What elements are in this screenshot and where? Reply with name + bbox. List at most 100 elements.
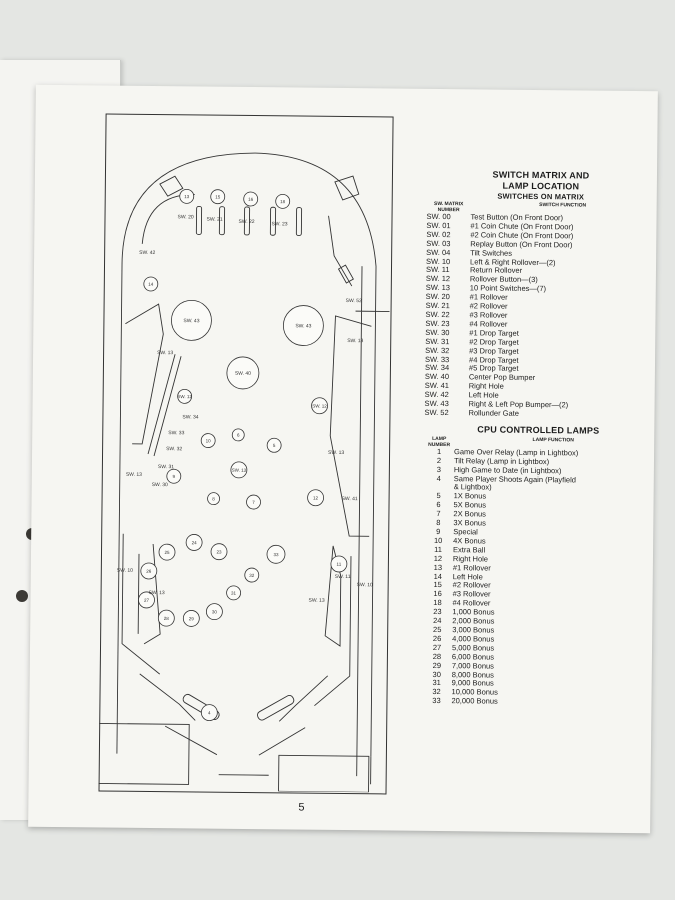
playfield-label-sw31: SW. 31 — [158, 464, 174, 470]
playfield-lamp-7 — [246, 494, 261, 510]
playfield-lamp-27 — [138, 591, 155, 609]
playfield-lamp-23 — [210, 543, 228, 561]
playfield-label-sw41: SW. 41 — [342, 496, 358, 502]
playfield-lamp-15-top-label: 15 — [215, 194, 221, 199]
right-top-bracket — [334, 175, 360, 201]
playfield-lamp-12 — [307, 489, 324, 507]
lamp-number: 33 — [432, 696, 441, 706]
playfield-label-sw13-rmid: SW. 13 — [328, 450, 344, 456]
playfield-bumper-right — [282, 305, 324, 346]
playfield-label-sw42: SW. 42 — [139, 250, 155, 256]
binder-hole — [16, 590, 28, 602]
left-outhole-box — [98, 722, 190, 785]
playfield-outline — [116, 152, 377, 757]
switch-function: Rollunder Gate — [468, 408, 519, 418]
left-inlane-wall — [121, 533, 161, 675]
playfield-lamp-11-label: 11 — [337, 562, 342, 567]
playfield-label-sw22: SW. 22 — [238, 219, 254, 225]
playfield-lamp-18-top-label: 18 — [280, 199, 286, 204]
playfield-label-sw23: SW. 23 — [271, 221, 287, 227]
right-flipper-guide — [278, 675, 329, 722]
playfield-label-sw13-rsling: SW. 13 — [308, 598, 324, 604]
playfield-rollover-center — [230, 461, 248, 479]
playfield-label-sw21: SW. 21 — [206, 217, 222, 223]
playfield-lamp-11 — [330, 555, 348, 573]
playfield-label-sw52: SW. 52 — [346, 298, 362, 304]
right-flipper — [257, 695, 295, 721]
playfield-lamp-27-label: 27 — [144, 598, 150, 603]
playfield-lamp-33 — [266, 544, 286, 564]
playfield-lamp-12-label: 12 — [313, 495, 319, 500]
drain — [218, 774, 269, 776]
playfield-bumper-center-label: SW. 40 — [235, 371, 251, 377]
playfield-lamp-25-label: 25 — [164, 550, 170, 555]
playfield-lamp-18-top — [275, 193, 291, 209]
playfield-rollover-left-label: SW. 12 — [177, 394, 192, 399]
playfield-lamp-25 — [158, 543, 176, 561]
playfield-lamp-32-label: 32 — [249, 573, 255, 578]
playfield-bumper-center — [226, 356, 260, 390]
playfield-lamp-28-label: 28 — [164, 616, 170, 621]
drop-target-bank — [147, 354, 176, 455]
lamp-function: 20,000 Bonus — [451, 696, 498, 706]
lane-guide — [295, 207, 303, 236]
playfield-lamp-5 — [266, 437, 282, 453]
playfield-lamp-29-label: 29 — [189, 616, 195, 621]
lane-guide — [269, 206, 277, 236]
right-inlane-wall — [314, 556, 352, 707]
playfield-lamp-6 — [231, 428, 245, 442]
playfield-bumper-left — [171, 300, 212, 341]
playfield-label-sw11: SW. 11 — [335, 574, 351, 580]
lamp-row: 33 20,000 Bonus — [421, 696, 649, 708]
right-side-wall — [329, 315, 372, 537]
playfield-lamp-13-top-label: 13 — [184, 194, 190, 199]
playfield-rollover-right — [311, 397, 328, 415]
playfield-lamp-24 — [185, 534, 203, 551]
switch-labels: SW. 20 SW. 21 SW. 22 SW. 23 SW. 42 SW. 52 SW. … — [117, 214, 373, 604]
playfield-lamp-32 — [244, 567, 260, 583]
lamp-number: 4 — [436, 473, 441, 483]
left-flipper-guide — [139, 673, 196, 721]
playfield-rollover-center-label: SW. 13 — [232, 468, 247, 473]
playfield-lamp-8-label: 8 — [212, 496, 215, 501]
playfield-label-sw34: SW. 34 — [182, 414, 198, 420]
playfield-lamp-6-label: 6 — [237, 433, 240, 438]
lane-guide — [195, 206, 203, 235]
playfield-lamp-14 — [143, 276, 159, 292]
left-side-wall — [125, 303, 164, 445]
playfield-lamp-16-top — [243, 191, 259, 207]
playfield-rollover-left — [177, 388, 193, 404]
playfield-label-sw20: SW. 20 — [177, 214, 193, 220]
playfield-lamp-23-label: 23 — [216, 549, 222, 554]
playfield-label-sw13-bank: SW. 13 — [126, 472, 142, 478]
playfield-lamp-9 — [166, 468, 182, 484]
legend-column: SWITCH MATRIX AND LAMP LOCATION SWITCHES… — [421, 169, 655, 708]
playfield-lamp-4-label: 4 — [208, 710, 211, 715]
page-number: 5 — [298, 801, 305, 814]
playfield-label-sw13-lsling: SW. 13 — [149, 590, 165, 596]
playfield-lamp-29 — [182, 610, 200, 627]
playfield-lamp-31 — [226, 585, 241, 601]
playfield-rollover-right-label: SW. 12 — [312, 403, 327, 408]
lane-guide — [218, 206, 226, 236]
playfield-bumper-right-label: SW. 43 — [295, 323, 311, 329]
playfield-lamp-4 — [200, 704, 218, 722]
playfield-lamp-9-label: 9 — [173, 474, 176, 479]
playfield-lamp-31-label: 31 — [231, 591, 237, 596]
playfield-lamp-28 — [157, 609, 175, 627]
playfield-lamp-10-label: 10 — [206, 438, 212, 443]
playfield-lamp-30 — [205, 603, 223, 621]
drop-target-bank — [153, 356, 182, 457]
playfield-lamp-8 — [207, 492, 220, 506]
right-gate-lane — [328, 215, 353, 287]
playfield-label-sw30: SW. 30 — [152, 482, 168, 488]
playfield-lamp-7-label: 7 — [252, 500, 255, 505]
playfield-lamp-26 — [140, 562, 158, 580]
playfield-lamp-30-label: 30 — [212, 609, 218, 614]
playfield-lamp-10 — [200, 433, 216, 448]
